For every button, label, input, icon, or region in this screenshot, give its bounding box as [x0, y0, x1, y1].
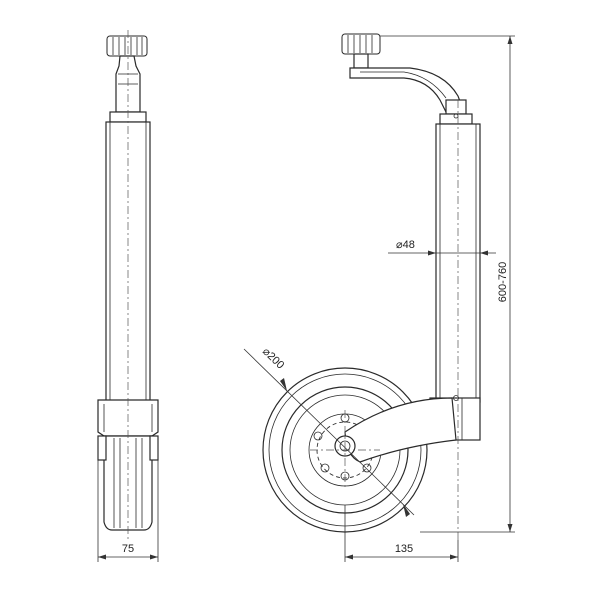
bolt-hole: [320, 463, 330, 473]
bolt-hole: [362, 463, 372, 473]
dimension-width-front: 75: [97, 440, 159, 562]
dimension-height: 600-760: [380, 35, 515, 533]
dimension-height-text: 600-760: [497, 262, 509, 302]
bolt-hole: [313, 431, 323, 441]
side-view: [262, 33, 481, 540]
front-view: [97, 30, 159, 540]
dimension-tube-diameter: ⌀48: [388, 239, 496, 256]
side-fork-arm: [344, 397, 457, 463]
dimension-wheel-offset: 135: [344, 505, 459, 562]
dimension-wheel-diameter-text: ⌀200: [260, 346, 286, 372]
side-collar: [439, 113, 473, 125]
front-knob-ribs: [112, 37, 143, 55]
dimension-tube-diameter-text: ⌀48: [396, 239, 415, 251]
dimension-wheel-offset-text: 135: [395, 543, 413, 555]
dimension-width-front-text: 75: [122, 543, 134, 555]
